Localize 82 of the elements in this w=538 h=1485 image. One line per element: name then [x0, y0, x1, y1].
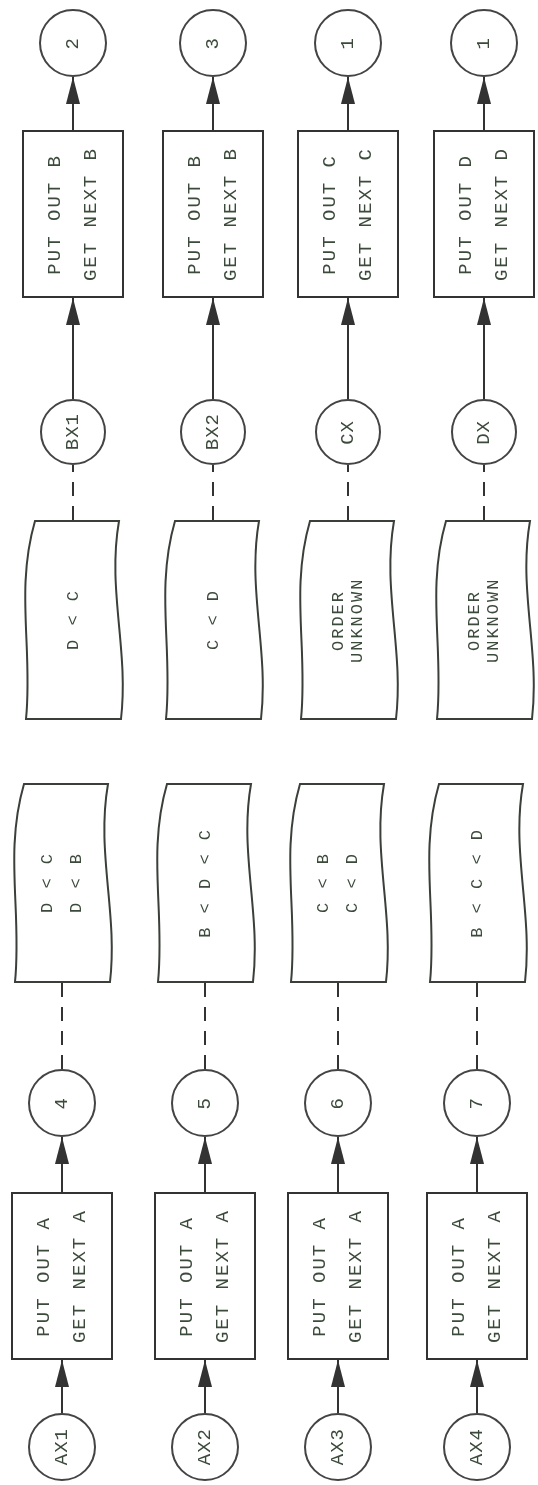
- step-text: GET NEXT A: [484, 1209, 506, 1343]
- dashed-line: [61, 982, 63, 1070]
- condition-text: C < D: [203, 589, 223, 651]
- circle-label: DX: [473, 419, 495, 445]
- arrow: [331, 1359, 345, 1414]
- dashed-line: [337, 982, 339, 1070]
- condition-text: D < B: [67, 852, 86, 914]
- punched-tape-shape: [157, 783, 253, 983]
- arrow: [477, 76, 491, 131]
- circle-label: AX2: [194, 1428, 216, 1466]
- dashed-line: [476, 982, 478, 1070]
- step-text: GET NEXT A: [69, 1209, 91, 1343]
- punched-tape-shape: [300, 520, 396, 720]
- condition-text: D < C: [38, 852, 57, 914]
- circle-label: AX3: [327, 1428, 349, 1466]
- step-text: PUT OUT B: [184, 153, 206, 275]
- arrow: [55, 1359, 69, 1414]
- circle-label: 3: [202, 36, 224, 50]
- dashed-line: [347, 464, 349, 521]
- step-text: PUT OUT C: [319, 153, 341, 275]
- dashed-line: [483, 464, 485, 521]
- step-text: GET NEXT C: [355, 147, 377, 281]
- arrow: [470, 1136, 484, 1193]
- arrow: [477, 297, 491, 400]
- process-box: [11, 1192, 113, 1360]
- circle-label: BX2: [202, 413, 224, 451]
- arrow: [331, 1136, 345, 1193]
- punched-tape-shape: [14, 783, 110, 983]
- arrow: [341, 76, 355, 131]
- arrow: [66, 297, 80, 400]
- step-text: GET NEXT B: [80, 147, 102, 281]
- arrow: [341, 297, 355, 400]
- process-box: [154, 1192, 256, 1360]
- condition-text: C < B: [314, 852, 333, 914]
- step-text: PUT OUT D: [455, 153, 477, 275]
- process-box: [22, 130, 124, 298]
- condition-text: C < D: [343, 852, 362, 914]
- process-box: [297, 130, 399, 298]
- dashed-line: [204, 982, 206, 1070]
- condition-text: B < C < D: [467, 828, 487, 938]
- circle-label: 1: [473, 36, 495, 50]
- circle-label: 5: [194, 1096, 216, 1110]
- punched-tape-shape: [165, 520, 261, 720]
- arrow: [206, 297, 220, 400]
- punched-tape-shape: [25, 520, 121, 720]
- circle-label: 2: [62, 36, 84, 50]
- process-box: [426, 1192, 528, 1360]
- arrow: [470, 1359, 484, 1414]
- step-text: PUT OUT A: [448, 1215, 470, 1337]
- step-text: GET NEXT B: [220, 147, 242, 281]
- step-text: GET NEXT A: [345, 1209, 367, 1343]
- condition-text: ORDER UNKNOWN: [329, 576, 367, 665]
- step-text: GET NEXT A: [212, 1209, 234, 1343]
- arrow: [198, 1136, 212, 1193]
- step-text: PUT OUT A: [309, 1215, 331, 1337]
- condition-text: ORDER UNKNOWN: [465, 576, 503, 665]
- circle-label: 7: [466, 1096, 488, 1110]
- circle-label: CX: [337, 419, 359, 445]
- punched-tape-shape: [290, 783, 386, 983]
- condition-text: D < C: [63, 589, 83, 651]
- dashed-line: [212, 464, 214, 521]
- step-text: PUT OUT A: [176, 1215, 198, 1337]
- punched-tape-shape: [429, 783, 525, 983]
- punched-tape-shape: [436, 520, 532, 720]
- process-box: [162, 130, 264, 298]
- circle-label: 1: [337, 36, 359, 50]
- dashed-line: [72, 464, 74, 521]
- arrow: [198, 1359, 212, 1414]
- circle-label: BX1: [62, 413, 84, 451]
- circle-label: AX1: [51, 1428, 73, 1466]
- process-box: [433, 130, 535, 298]
- step-text: GET NEXT D: [491, 147, 513, 281]
- arrow: [66, 76, 80, 131]
- circle-label: 4: [51, 1096, 73, 1110]
- circle-label: 6: [327, 1096, 349, 1110]
- condition-text: B < D < C: [195, 828, 215, 938]
- arrow: [206, 76, 220, 131]
- arrow: [55, 1136, 69, 1193]
- step-text: PUT OUT B: [44, 153, 66, 275]
- circle-label: AX4: [466, 1428, 488, 1466]
- step-text: PUT OUT A: [33, 1215, 55, 1337]
- process-box: [287, 1192, 389, 1360]
